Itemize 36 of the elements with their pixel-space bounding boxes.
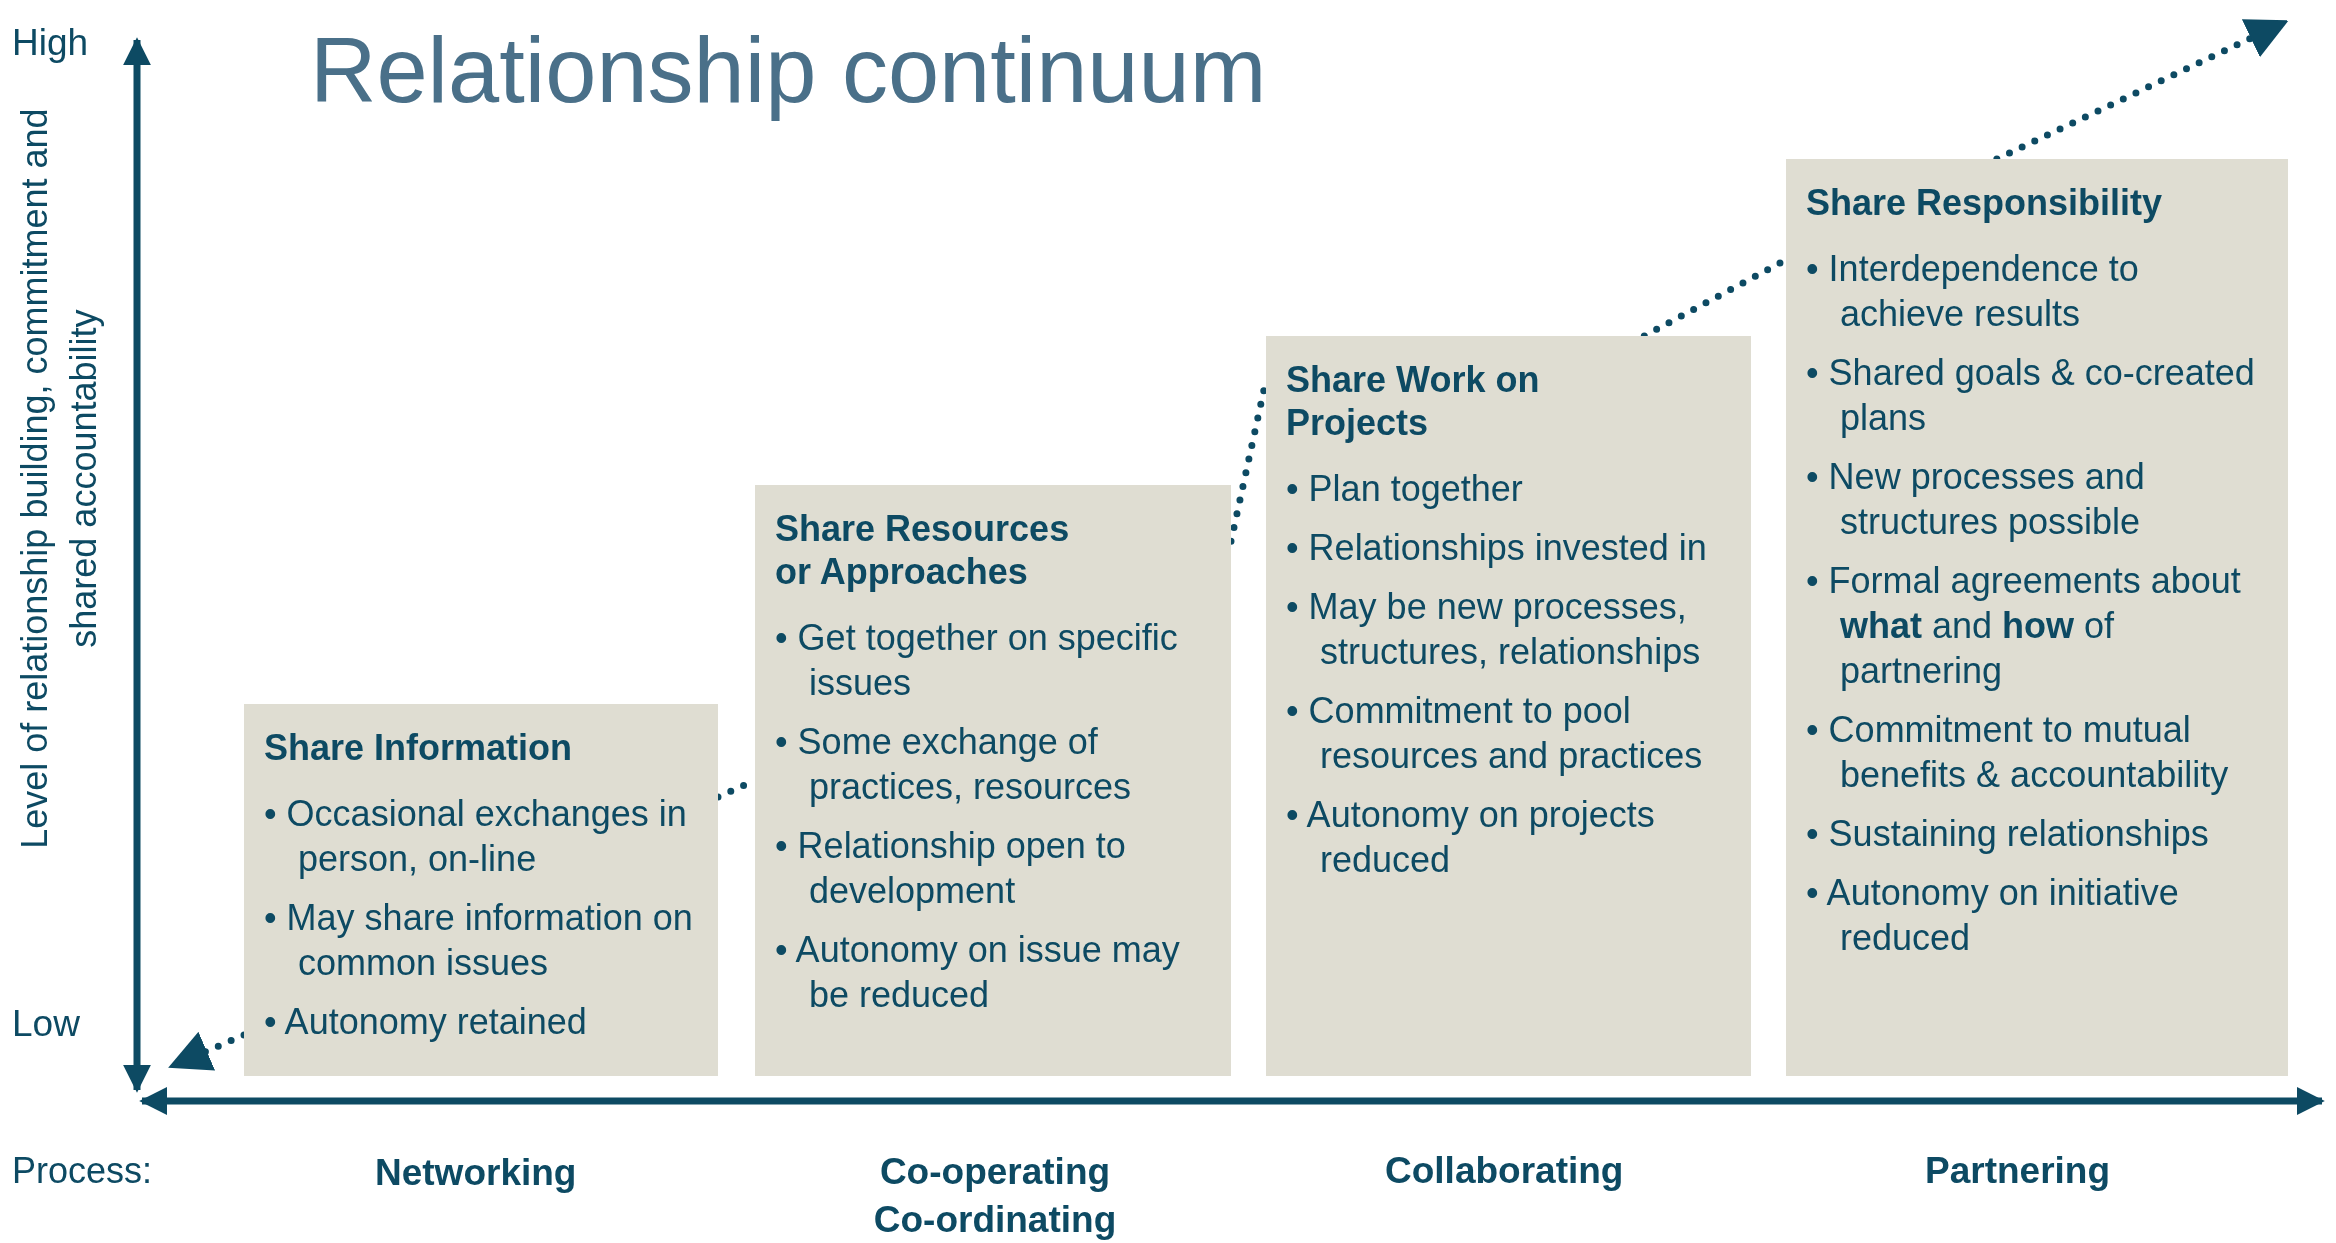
process-stage: Collaborating	[1385, 1150, 1624, 1192]
step-box	[755, 485, 1231, 1076]
step-box	[244, 704, 718, 1076]
bullet-item: • Some exchange of practices, resources	[775, 720, 1133, 810]
bullet-item: • Autonomy on issue may be reduced	[775, 928, 1181, 1018]
box-heading: Share Information	[264, 726, 573, 770]
box-heading: Share Work on Projects	[1286, 358, 1541, 445]
bullet-item: • Autonomy on initiative reduced	[1806, 871, 2180, 961]
bullet-item: • Formal agreements about what and how of partnering	[1806, 559, 2242, 694]
bullet-item: • Commitment to pool resources and practices	[1286, 689, 1704, 779]
axis-level-label: Low	[12, 1003, 80, 1045]
bullet-item: • Interdependence to achieve results	[1806, 247, 2140, 337]
bullet-item: • Occasional exchanges in person, on-line	[264, 792, 688, 882]
title: Relationship continuum	[310, 18, 1267, 123]
bullet-item: • Autonomy on projects reduced	[1286, 793, 1656, 883]
axis-level-label: High	[12, 22, 89, 64]
box-heading: Share Resources or Approaches	[775, 507, 1071, 594]
bullet-item: • Shared goals & co-created plans	[1806, 351, 2256, 441]
bullet-item: • Relationships invested in	[1286, 526, 1708, 571]
step-box	[1786, 159, 2288, 1076]
step-box	[1266, 336, 1751, 1076]
bullet-item: • Relationship open to development	[775, 824, 1127, 914]
process-stage: Partnering	[1925, 1150, 2111, 1192]
bullet-item: • Get together on specific issues	[775, 616, 1179, 706]
bullet-item: • New processes and structures possible	[1806, 455, 2146, 545]
bullet-item: • May share information on common issues	[264, 896, 694, 986]
bullet-item: • Autonomy retained	[264, 1000, 588, 1045]
process-stage: Networking	[375, 1152, 577, 1194]
bullet-item: • Plan together	[1286, 467, 1524, 512]
bullet-item: • Sustaining relationships	[1806, 812, 2210, 857]
process-stage: Co-operating Co-ordinating	[872, 1150, 1118, 1243]
bullet-item: • May be new processes, structures, relationships	[1286, 585, 1702, 675]
process-label: Process:	[12, 1150, 153, 1192]
bullet-item: • Commitment to mutual benefits & accountability	[1806, 708, 2230, 798]
box-heading: Share Responsibility	[1806, 181, 2163, 225]
axis-title: Level of relationship building, commitment and shared accountability	[13, 107, 105, 851]
